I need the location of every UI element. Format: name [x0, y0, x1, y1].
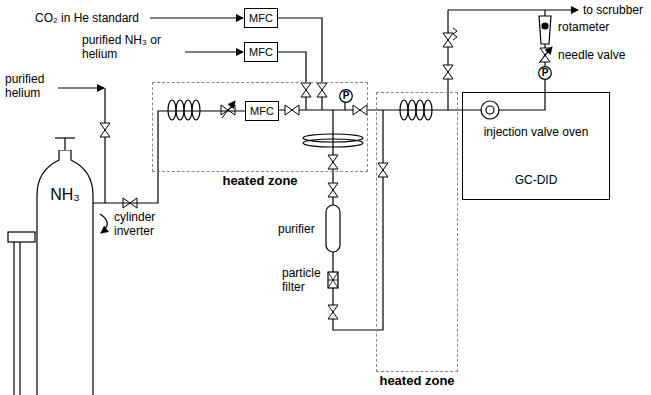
- gas-inlet-label: purified NH₃ or helium: [82, 33, 180, 61]
- gas-inlet-label: purified helium: [5, 72, 63, 100]
- zone-label: heated zone: [153, 173, 367, 188]
- part-label: needle valve: [558, 48, 625, 62]
- gc-oven-box: injection valve ovenGC-DID: [462, 92, 610, 200]
- node-label: injection valve oven: [463, 125, 609, 139]
- pressure-gauge: P: [339, 89, 353, 103]
- node-label: MFC: [249, 12, 273, 24]
- mfc-box: MFC: [244, 8, 278, 28]
- heated-zone: heated zoneMFCP: [152, 82, 368, 172]
- gas-inlet-label: CO₂ in He standard: [35, 11, 139, 25]
- outlet-label: to scrubber: [583, 3, 643, 17]
- pressure-gauge: P: [538, 66, 552, 80]
- node-label: P: [538, 67, 552, 79]
- node-label: GC-DID: [463, 173, 609, 187]
- part-label: particle filter: [282, 266, 328, 294]
- node-label: MFC: [249, 46, 273, 58]
- node-label: MFC: [250, 105, 274, 117]
- node-label: P: [339, 90, 353, 102]
- mfc-box: MFC: [245, 101, 279, 121]
- part-label: rotameter: [558, 20, 609, 34]
- pipe-connector: [93, 111, 245, 203]
- mfc-box: MFC: [244, 42, 278, 62]
- pipe-connector: [544, 80, 545, 92]
- part-label: cylinder inverter: [114, 210, 172, 238]
- zone-label: heated zone: [377, 373, 457, 388]
- gas-cylinder: NH₃: [35, 150, 95, 395]
- part-label: purifier: [278, 222, 315, 236]
- heated-zone: heated zone: [376, 92, 458, 372]
- node-label: NH₃: [35, 186, 95, 204]
